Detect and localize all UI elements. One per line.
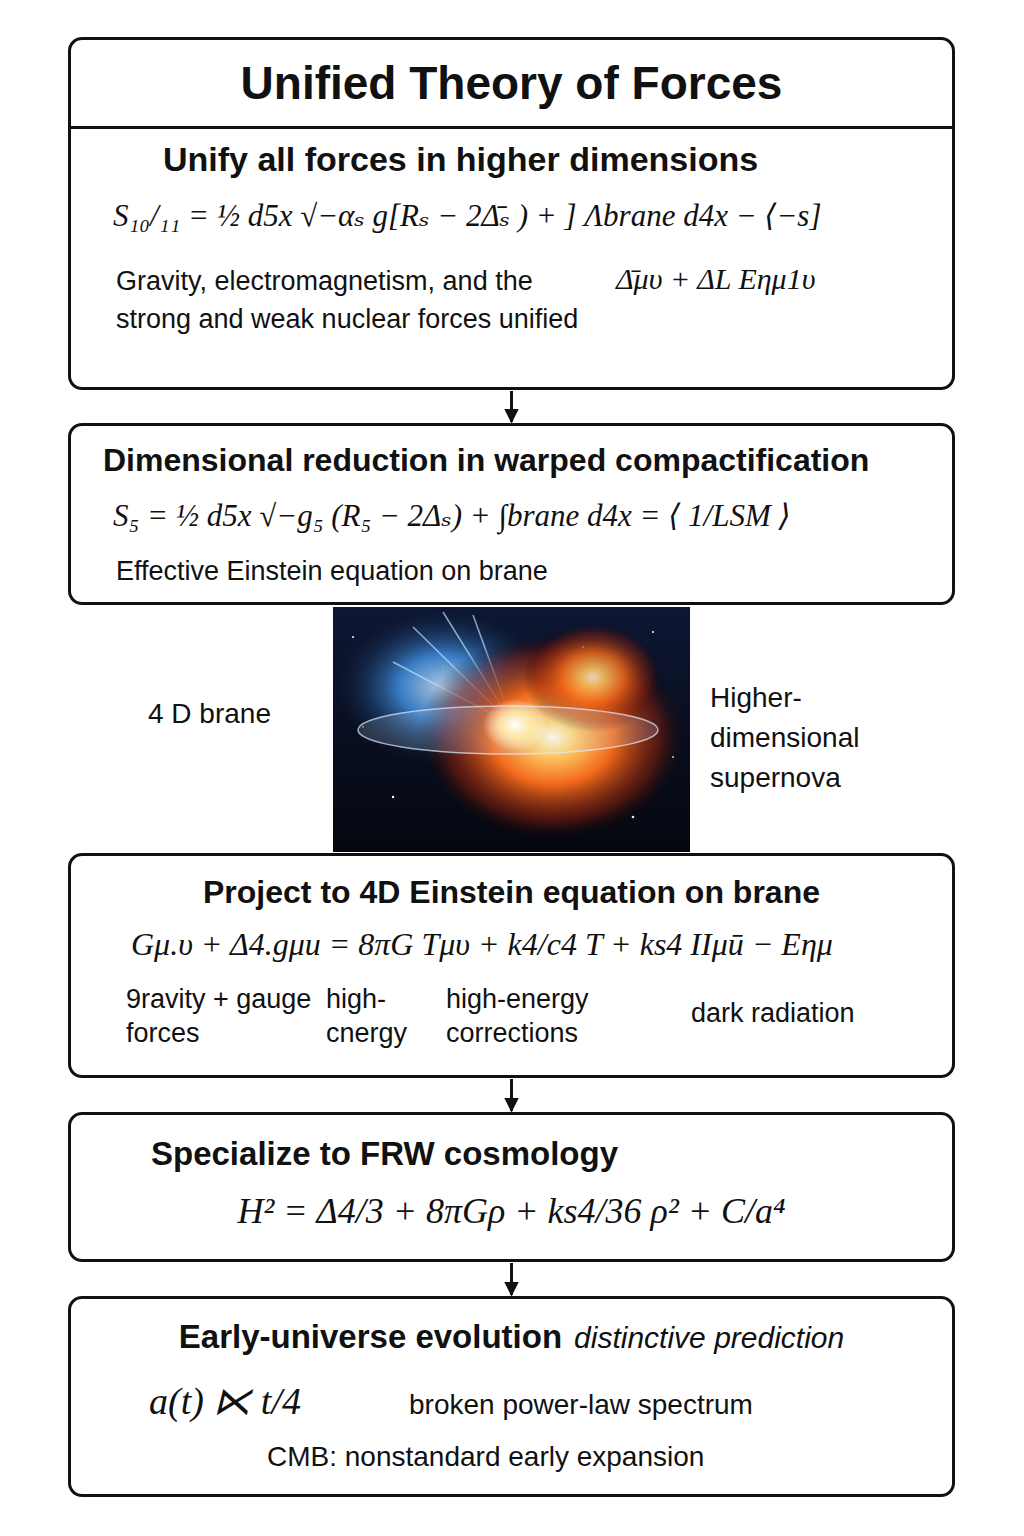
box-text: CMB: nonstandard early expansion (267, 1439, 704, 1474)
equation: S₁₀/₁₁ = ½ d5x √−αₛ g[Rₛ − 2Δ̄ₛ ) + ] Λb… (113, 196, 821, 235)
supernova-illustration (333, 607, 690, 852)
box-text: high-energy corrections (446, 982, 646, 1050)
process-box: Unified Theory of ForcesUnify all forces… (68, 37, 955, 390)
heading-row: Early-universe evolution distinctive pred… (179, 1315, 844, 1358)
process-box: Specialize to FRW cosmology H² = Δ4/3 + 8… (68, 1112, 955, 1262)
box-text: Effective Einstein equation on brane (116, 554, 548, 588)
space-background (333, 607, 690, 852)
equation: S₅ = ½ d5x √−g₅ (R₅ − 2Δₛ) + ∫brane d4x … (113, 496, 791, 535)
box-heading: Project to 4D Einstein equation on brane (203, 872, 820, 912)
illustration-label: Higher- dimensional supernova (710, 678, 920, 798)
header-separator (71, 126, 952, 129)
diagram-title: Unified Theory of Forces (241, 40, 783, 126)
box-text: high- cnergy (326, 982, 426, 1050)
box-text: Gravity, electromagnetism, and the stron… (116, 262, 586, 338)
heading-note: distinctive prediction (574, 1318, 844, 1357)
process-box: Dimensional reduction in warped compacti… (68, 423, 955, 605)
equation: Gμ.υ + Δ4.gμu = 8πG Tμυ + k4/c4 T + ks4 … (131, 924, 833, 964)
box-heading: Unify all forces in higher dimensions (163, 138, 758, 181)
box-heading: Early-universe evolution (179, 1315, 562, 1358)
box-heading: Dimensional reduction in warped compacti… (103, 440, 869, 480)
box-heading: Specialize to FRW cosmology (151, 1133, 618, 1174)
flow-arrow (510, 391, 513, 422)
illustration-label: 4 D brane (148, 696, 271, 731)
box-text: 9ravity + gauge forces (126, 982, 316, 1050)
process-box: Early-universe evolution distinctive pred… (68, 1296, 955, 1497)
process-box: Project to 4D Einstein equation on brane… (68, 853, 955, 1078)
equation: Δ̄μυ + ΔL Eημ1υ (616, 260, 815, 298)
box-text: broken power-law spectrum (409, 1387, 753, 1422)
equation: a(t) ⋉ t/4 (149, 1377, 301, 1425)
equation: H² = Δ4/3 + 8πGρ + ks4/36 ρ² + C/a⁴ (238, 1189, 786, 1234)
flow-arrow (510, 1263, 513, 1295)
core-glow (483, 699, 547, 751)
flow-arrow (510, 1079, 513, 1111)
box-text: dark radiation (691, 996, 855, 1030)
